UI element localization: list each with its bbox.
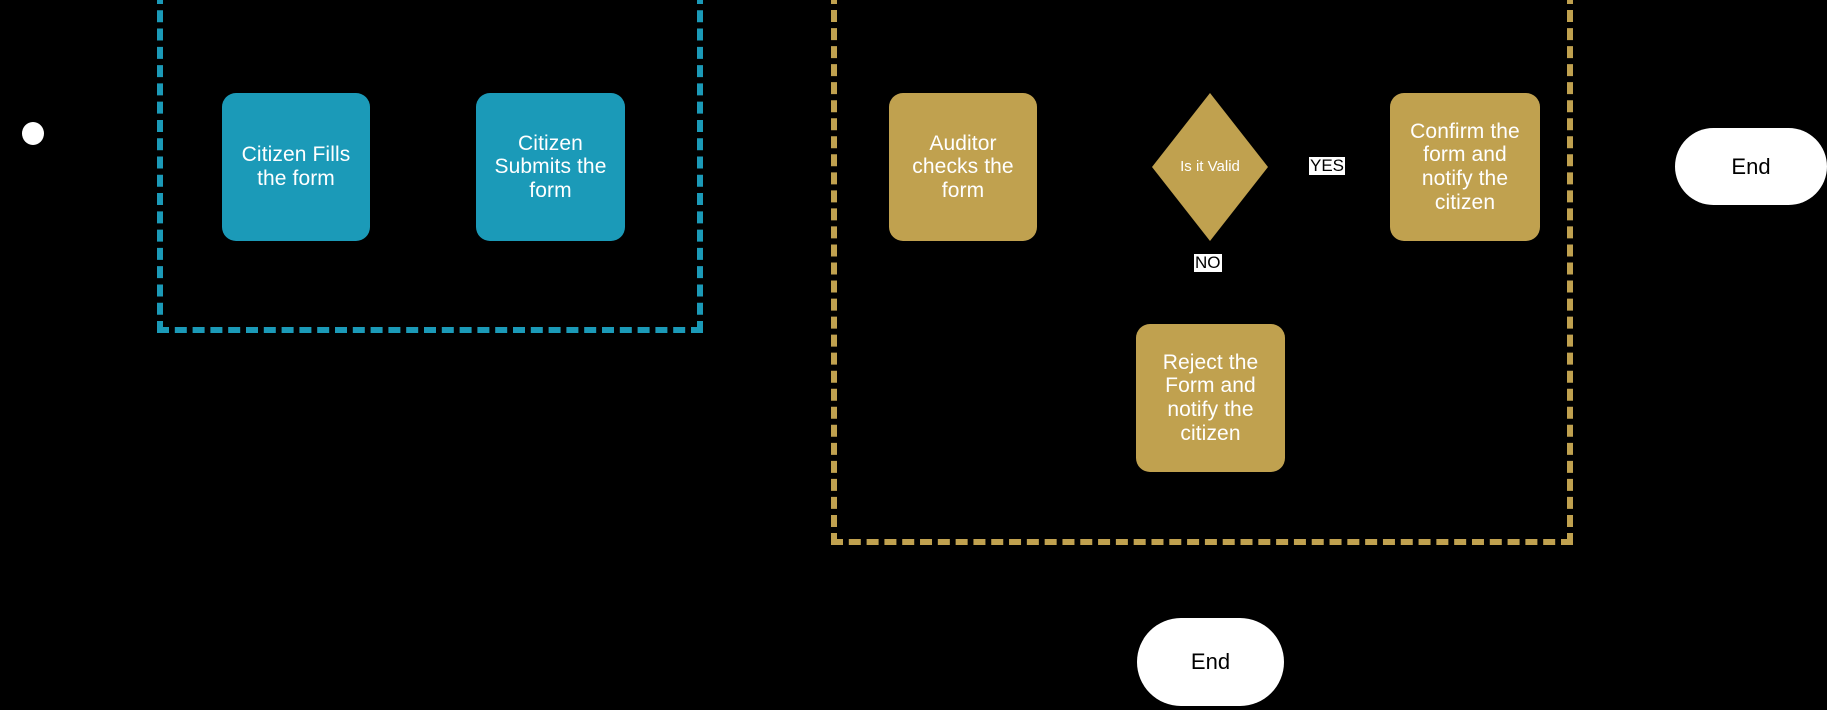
node-label: Is it Valid [1180,157,1240,175]
edge-label-yes: YES [1309,156,1346,175]
node-citizen-fills-the-form[interactable]: Citizen Fills the form [222,93,370,241]
start-node[interactable] [22,122,44,145]
node-end-bottom[interactable]: End [1137,618,1284,706]
node-auditor-checks-the-form[interactable]: Auditor checks the form [889,93,1037,241]
node-label: End [1731,153,1771,179]
node-label: Auditor checks the form [912,131,1014,202]
edge-label-no: NO [1194,253,1222,272]
node-citizen-submits-the-form[interactable]: Citizen Submits the form [476,93,625,241]
node-reject-the-form-and-notify-the-citizen[interactable]: Reject the Form and notify the citizen [1136,324,1285,472]
node-end-right[interactable]: End [1675,128,1827,205]
node-label: Confirm the form and notify the citizen [1410,119,1520,214]
node-confirm-the-form-and-notify-the-citizen[interactable]: Confirm the form and notify the citizen [1390,93,1540,241]
node-is-it-valid-decision[interactable]: Is it Valid [1152,93,1268,241]
lane-citizen [157,0,703,333]
node-label: Reject the Form and notify the citizen [1162,350,1259,445]
node-label: Citizen Fills the form [241,143,351,190]
lane-auditor [831,0,1573,545]
node-label: End [1190,649,1231,674]
node-label: Citizen Submits the form [494,131,607,202]
